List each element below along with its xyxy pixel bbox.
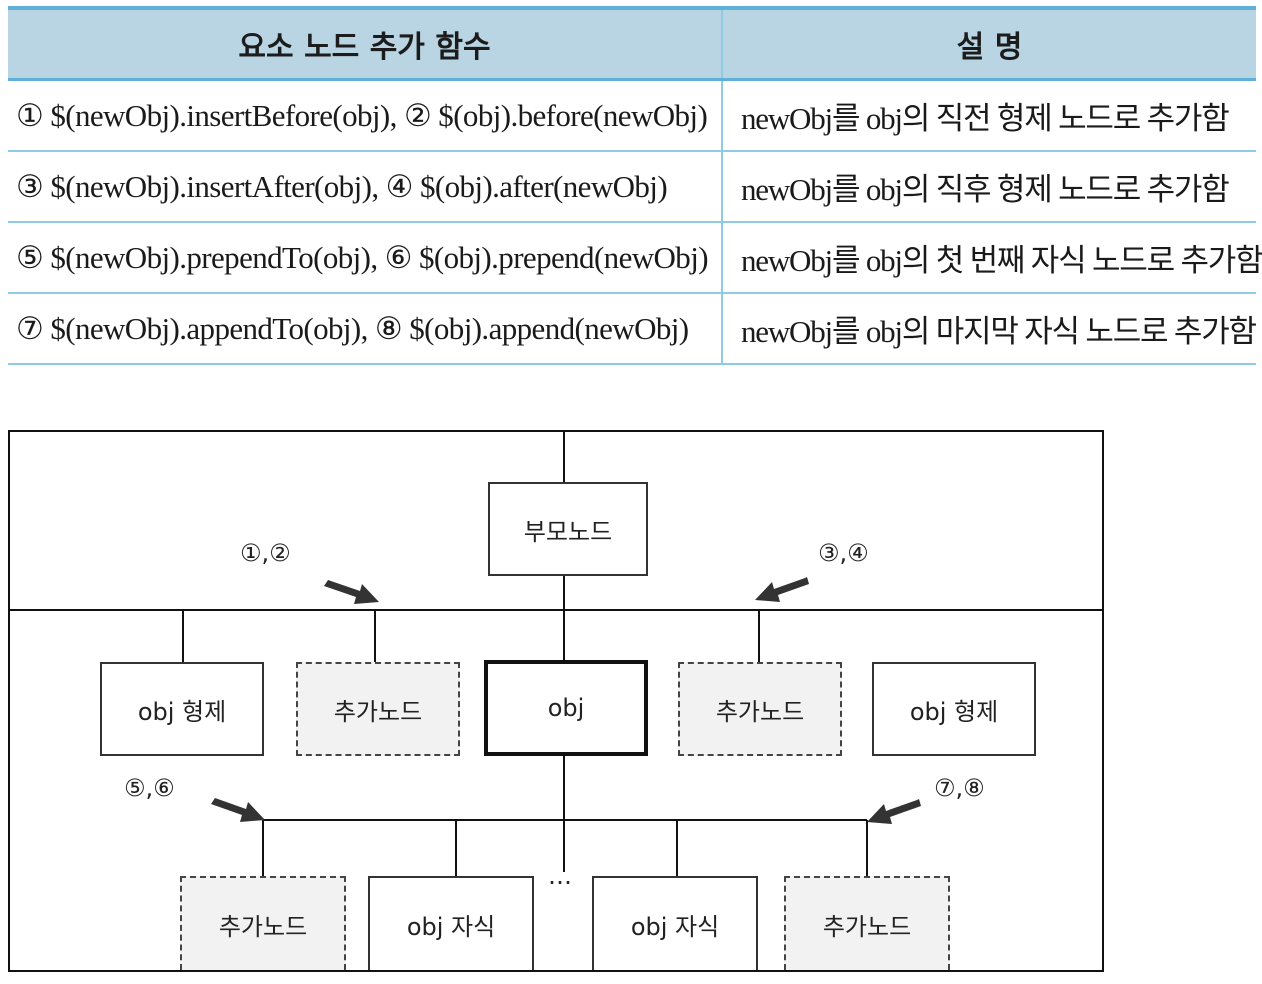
table-row: ⑤ $(newObj).prependTo(obj), ⑥ $(obj).pre… [8, 222, 1262, 294]
added-node-after: 추가노드 [678, 662, 842, 756]
child-added-last-node: 추가노드 [784, 876, 950, 970]
added-node-before: 추가노드 [296, 662, 460, 756]
table-header-row: 요소 노드 추가 함수 설 명 [8, 6, 1256, 81]
element-insert-functions-table: 요소 노드 추가 함수 설 명 ① $(newObj).insertBefore… [8, 6, 1262, 365]
table-row: ① $(newObj).insertBefore(obj), ② $(obj).… [8, 79, 1256, 152]
header-description: 설 명 [722, 6, 1256, 81]
sibling-node-right: obj 형제 [872, 662, 1036, 756]
table-row: ③ $(newObj).insertAfter(obj), ④ $(obj).a… [8, 151, 1256, 223]
header-function: 요소 노드 추가 함수 [8, 6, 723, 81]
child-added-first-node: 추가노드 [180, 876, 346, 970]
connector-lines [10, 432, 1102, 876]
label-prepend: ⑤,⑥ [124, 774, 175, 802]
description-cell: newObj를 obj의 마지막 자식 노드로 추가함 [722, 293, 1257, 365]
child-node-1: obj 자식 [368, 876, 534, 970]
arrow-prepend-icon [211, 798, 265, 822]
description-cell: newObj를 obj의 첫 번째 자식 노드로 추가함 [722, 222, 1262, 294]
target-obj-node: obj [484, 660, 648, 756]
arrow-append-icon [867, 799, 921, 824]
table-row: ⑦ $(newObj).appendTo(obj), ⑧ $(obj).appe… [8, 293, 1257, 365]
function-cell: ⑤ $(newObj).prependTo(obj), ⑥ $(obj).pre… [8, 222, 723, 294]
child-node-2: obj 자식 [592, 876, 758, 970]
arrow-after-icon [755, 577, 809, 602]
function-cell: ① $(newObj).insertBefore(obj), ② $(obj).… [8, 79, 723, 152]
function-cell: ⑦ $(newObj).appendTo(obj), ⑧ $(obj).appe… [8, 293, 723, 365]
description-cell: newObj를 obj의 직후 형제 노드로 추가함 [722, 151, 1256, 223]
parent-node: 부모노드 [488, 482, 648, 576]
function-cell: ③ $(newObj).insertAfter(obj), ④ $(obj).a… [8, 151, 723, 223]
label-insert-after: ③,④ [818, 539, 869, 567]
label-append: ⑦,⑧ [934, 774, 985, 802]
arrow-before-icon [324, 580, 379, 604]
description-cell: newObj를 obj의 직전 형제 노드로 추가함 [722, 79, 1256, 152]
label-insert-before: ①,② [240, 539, 291, 567]
sibling-node-left: obj 형제 [100, 662, 264, 756]
ellipsis: … [548, 862, 573, 890]
dom-tree-diagram: 부모노드 obj 형제 추가노드 obj 추가노드 obj 형제 추가노드 ob… [8, 430, 1104, 972]
